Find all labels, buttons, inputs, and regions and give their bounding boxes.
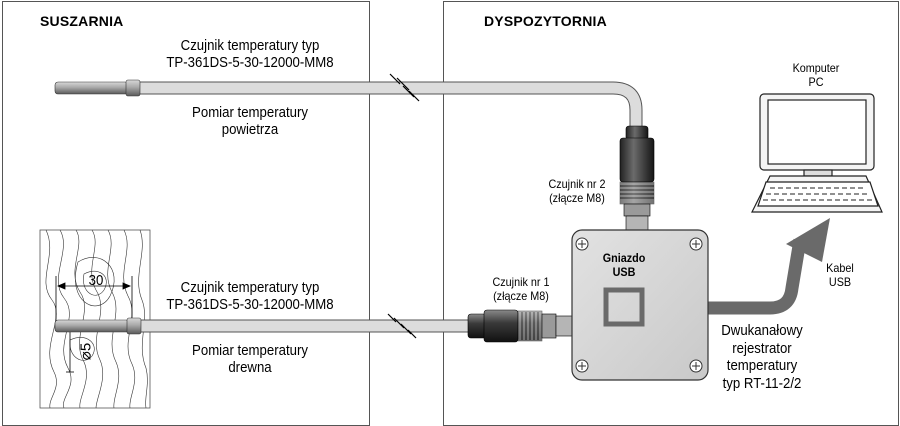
sensor-bottom-assembly [54,313,473,339]
sensor-top-measure-line2: powietrza [221,121,279,138]
sensor-bottom-measure-line2: drewna [228,359,272,376]
sensor-bottom-measure: Pomiar temperatury drewna [162,342,338,376]
zone-label-drying-room: SUSZARNIA [40,13,124,29]
cable-break-top [389,73,420,102]
m8-connector-2 [619,125,655,231]
sensor-top-type: Czujnik temperatury typ TP-361DS-5-30-12… [162,37,338,71]
probe-top [54,81,129,95]
usb-cable-arrowhead [786,218,830,262]
m8-connector-1 [467,309,575,343]
sensor-bottom-type-line2: TP-361DS-5-30-12000-MM8 [166,296,334,313]
connector-2-line2: (złącze M8) [549,191,605,205]
usb-cable [640,218,830,315]
zone-label-control-room: DYSPOZYTORNIA [484,13,607,29]
connector-2-line1: Czujnik nr 2 [548,177,606,191]
computer-line2: PC [808,75,824,89]
recorder-label: Dwukanałowy rejestrator temperatury typ … [713,322,812,392]
usb-cable-line2: USB [828,275,852,289]
connector-2-label: Czujnik nr 2 (złącze M8) [540,177,614,205]
connector-1-line2: (złącze M8) [493,289,549,303]
cable-bottom [139,319,473,333]
recorder-line1: Dwukanałowy [721,322,803,339]
usb-socket-label: Gniazdo USB [599,251,649,279]
usb-socket[interactable] [603,287,645,327]
sensor-top-type-line1: Czujnik temperatury typ [180,37,320,54]
computer-label: Komputer PC [780,61,852,89]
dimension-length-label: 30 [88,272,104,289]
connector-1-line1: Czujnik nr 1 [492,275,550,289]
recorder-line3: temperatury [726,357,798,374]
sensor-bottom-measure-line1: Pomiar temperatury [192,342,308,359]
screw-icons [575,237,703,373]
connector-1-label: Czujnik nr 1 (złącze M8) [484,275,558,303]
computer-icon [751,93,883,213]
computer-line1: Komputer [792,61,840,75]
usb-socket-line1: Gniazdo [602,251,646,265]
usb-socket-line2: USB [612,265,636,279]
recorder-line4: typ RT-11-2/2 [722,374,802,392]
sensor-top-measure-line1: Pomiar temperatury [192,104,308,121]
probe-bottom [54,319,130,333]
sensor-top-type-line2: TP-361DS-5-30-12000-MM8 [166,54,334,71]
recorder-box [571,229,709,381]
sensor-bottom-type-line1: Czujnik temperatury typ [180,279,320,296]
sensor-top-measure: Pomiar temperatury powietrza [162,104,338,138]
sensor-top-assembly [54,73,643,128]
sensor-bottom-type: Czujnik temperatury typ TP-361DS-5-30-12… [162,279,338,313]
cable-break-bottom [387,313,417,339]
dimension-diameter-label: ⌀5 [77,342,95,361]
usb-cable-label: Kabel USB [818,261,861,289]
usb-cable-line1: Kabel [826,261,854,275]
recorder-line2: rejestrator [732,339,792,357]
